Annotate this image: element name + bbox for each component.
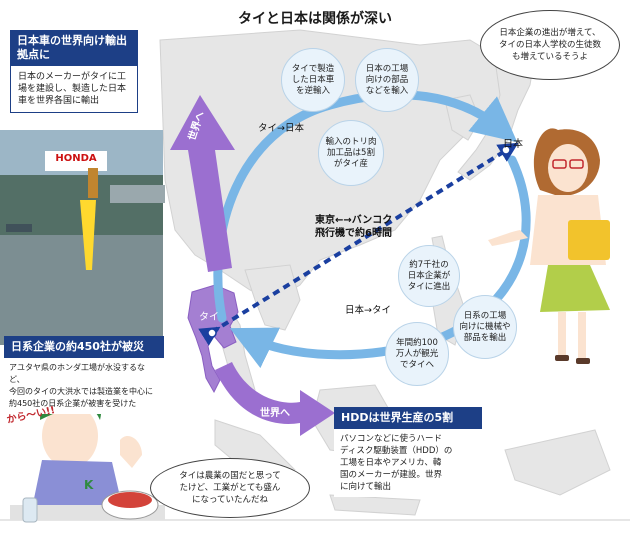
- page-title: タイと日本は関係が深い: [238, 11, 392, 27]
- flood-box: 日系企業の約450社が被災 アユタヤ県のホンダ工場が水没するなど、 今回のタイの…: [4, 336, 164, 414]
- export-hub-box: 日本車の世界向け輸出 拠点に 日本のメーカーがタイに工 場を建設し、製造した日本…: [10, 30, 138, 113]
- flight-label-line2: 飛行機で約6時間: [315, 228, 392, 239]
- woman-character: [488, 128, 610, 364]
- speech-boy-line1: タイは農業の国だと思って: [179, 471, 281, 481]
- circle-japanese-companies: 約7千社の 日本企業が タイに進出: [398, 245, 460, 307]
- circle6-line1: 年間約100: [396, 337, 438, 348]
- circle3-line2: 加工品は5割: [327, 147, 375, 158]
- java: [329, 494, 421, 516]
- flood-heading: 日系企業の約450社が被災: [4, 336, 164, 358]
- honda-sign: HONDA: [55, 153, 97, 164]
- circle2-line1: 日本の工場: [365, 63, 409, 74]
- new-guinea: [504, 429, 611, 496]
- circle5-line3: 部品を輸出: [463, 332, 507, 343]
- circle1-line2: した日本車: [291, 74, 335, 85]
- circle3-line3: がタイ産: [333, 158, 368, 169]
- hdd-body-line3: 工場を日本やアメリカ、韓: [340, 458, 442, 468]
- circle2-line2: 向けの部品: [365, 74, 409, 85]
- flood-body-line2: 今回のタイの大洪水では製造業を中心に: [9, 387, 153, 396]
- circle3-line1: 輸入のトリ肉: [325, 136, 377, 147]
- hdd-heading: HDDは世界生産の5割: [334, 407, 482, 429]
- label-to-world-bottom: 世界へ: [260, 408, 290, 419]
- export-hub-body: 日本のメーカーがタイに工 場を建設し、製造した日本 車を世界各国に輸出: [10, 66, 138, 113]
- export-hub-body-line3: 車を世界各国に輸出: [18, 96, 100, 106]
- speech-woman-line1: 日本企業の進出が増えて、: [499, 28, 601, 38]
- circle4-line1: 約7千社の: [409, 259, 449, 270]
- flood-body: アユタヤ県のホンダ工場が水没するなど、 今回のタイの大洪水では製造業を中心に 約…: [4, 358, 164, 414]
- speech-woman-line2: タイの日本人学校の生徒数: [498, 40, 601, 50]
- label-japan: 日本: [503, 139, 523, 150]
- circle-reverse-import-cars: タイで製造 した日本車 を逆輸入: [281, 48, 345, 112]
- circle5-line1: 日系の工場: [463, 310, 507, 321]
- tokyo-marker: [501, 145, 511, 155]
- circle6-line3: でタイへ: [399, 359, 434, 370]
- label-thai: タイ: [199, 312, 219, 323]
- speech-boy-line2: たけど、工業がとても盛ん: [179, 483, 281, 493]
- speech-boy-line3: になっていたんだね: [191, 495, 269, 505]
- circle5-line2: 向けに機械や: [459, 321, 511, 332]
- export-hub-heading-line1: 日本車の世界向け輸出: [17, 34, 127, 47]
- speech-bubble-woman: 日本企業の進出が増えて、 タイの日本人学校の生徒数 も増えているそうよ: [480, 10, 620, 80]
- shirt-letter: K: [84, 478, 94, 492]
- purple-arrow-upper: [170, 95, 235, 272]
- circle6-line2: 万人が観光: [395, 348, 439, 359]
- hdd-body-line1: パソコンなどに使うハード: [340, 434, 443, 444]
- circle-tourists: 年間約100 万人が観光 でタイへ: [385, 322, 449, 386]
- circle2-line3: などを輸入: [365, 85, 409, 96]
- circle-machinery-exports: 日系の工場 向けに機械や 部品を輸出: [453, 295, 517, 359]
- label-thai-to-japan: タイ→日本: [258, 123, 304, 134]
- speech-woman-line3: も増えているそうよ: [511, 52, 589, 62]
- export-hub-heading: 日本車の世界向け輸出 拠点に: [10, 30, 138, 66]
- circle4-line2: 日本企業が: [407, 270, 451, 281]
- circle1-line1: タイで製造: [291, 63, 335, 74]
- flood-body-line3: 約450社の日系企業が被害を受けた: [9, 399, 137, 408]
- hdd-body-line4: 国のメーカーが建設。世界: [340, 470, 443, 480]
- export-hub-body-line2: 場を建設し、製造した日本: [18, 84, 127, 94]
- flight-label: 東京←→バンコク 飛行機で約6時間: [315, 214, 392, 240]
- indochina: [244, 264, 301, 331]
- circle4-line3: タイに進出: [407, 281, 451, 292]
- bangkok-marker: [207, 328, 217, 338]
- circle1-line3: を逆輸入: [295, 85, 330, 96]
- hdd-body-line2: ディスク駆動装置（HDD）の: [340, 446, 453, 456]
- hdd-box: HDDは世界生産の5割 パソコンなどに使うハード ディスク駆動装置（HDD）の …: [334, 407, 482, 497]
- circle-chicken-imports: 輸入のトリ肉 加工品は5割 がタイ産: [318, 120, 384, 186]
- export-hub-heading-line2: 拠点に: [17, 48, 50, 61]
- label-japan-to-thai: 日本→タイ: [345, 305, 391, 316]
- circle-import-parts: 日本の工場 向けの部品 などを輸入: [355, 48, 419, 112]
- export-hub-body-line1: 日本のメーカーがタイに工: [18, 72, 127, 82]
- flight-route: [198, 142, 519, 346]
- purple-arrow-lower: [215, 362, 335, 436]
- hdd-body-line5: に向けて輸出: [340, 482, 392, 492]
- hdd-body: パソコンなどに使うハード ディスク駆動装置（HDD）の 工場を日本やアメリカ、韓…: [334, 429, 482, 497]
- flood-photo: [0, 130, 165, 345]
- flood-body-line1: アユタヤ県のホンダ工場が水没するなど、: [9, 363, 145, 384]
- flight-label-line1: 東京←→バンコク: [315, 215, 393, 226]
- speech-bubble-boy: タイは農業の国だと思って たけど、工業がとても盛ん になっていたんだね: [150, 458, 310, 518]
